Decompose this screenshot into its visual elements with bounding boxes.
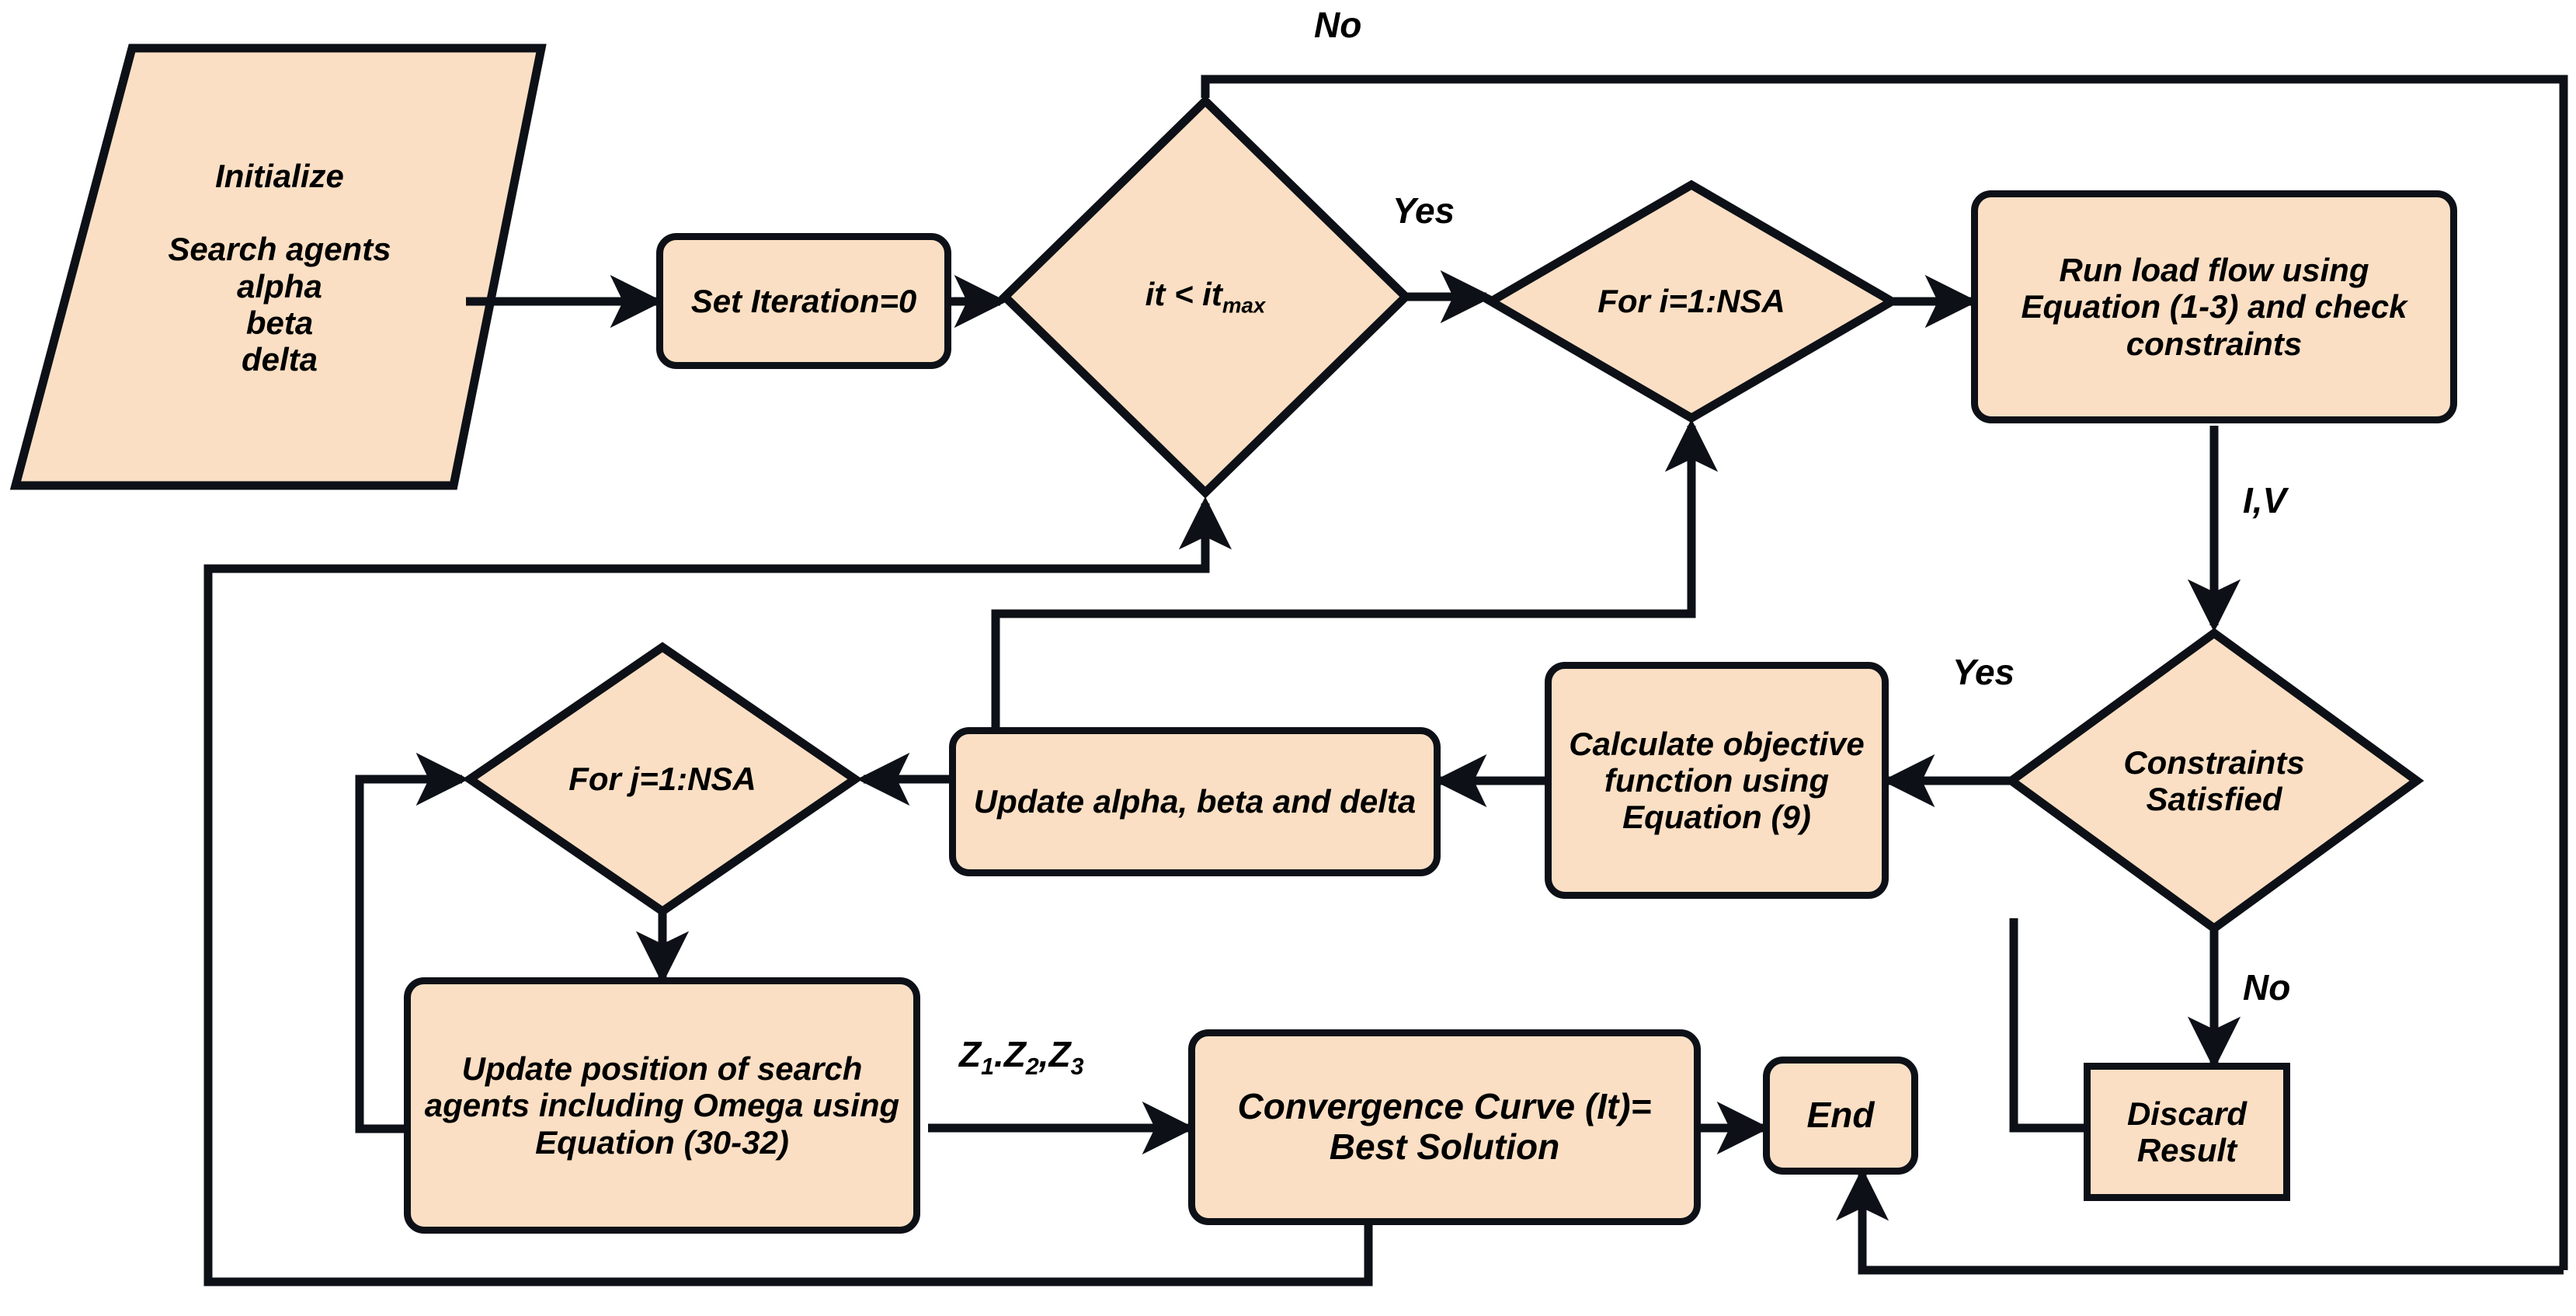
it-sub: max bbox=[1222, 293, 1266, 318]
node-convergence-curve-label: Convergence Curve (It)= Best Solution bbox=[1237, 1086, 1652, 1167]
edge-no-return-to-itmax bbox=[1201, 75, 2568, 1270]
node-update-alpha-beta-delta[interactable]: Update alpha, beta and delta bbox=[949, 727, 1441, 876]
for-j-shape bbox=[462, 642, 863, 917]
edge-label-yes-constraints: Yes bbox=[1952, 652, 2015, 692]
edge-right-return-to-end bbox=[1835, 1168, 2564, 1275]
node-constraints-satisfied[interactable]: Constraints Satisfied bbox=[2011, 633, 2417, 928]
initialize-shape bbox=[9, 44, 547, 490]
node-calculate-objective[interactable]: Calculate objective function using Equat… bbox=[1545, 662, 1889, 899]
node-initialize-label: Initialize Search agents alpha beta delt… bbox=[168, 158, 391, 378]
node-end[interactable]: End bbox=[1763, 1057, 1918, 1175]
z-sep-1: .Z bbox=[994, 1034, 1026, 1074]
it-main: it < it bbox=[1145, 276, 1222, 313]
node-it-lt-itmax[interactable]: it < itmax bbox=[1005, 101, 1406, 493]
z-sub-3: 3 bbox=[1070, 1054, 1084, 1081]
for-i-shape bbox=[1483, 179, 1900, 423]
node-it-lt-itmax-label: it < itmax bbox=[1145, 276, 1266, 317]
node-run-load-flow-label: Run load flow using Equation (1-3) and c… bbox=[2021, 252, 2407, 362]
node-run-load-flow[interactable]: Run load flow using Equation (1-3) and c… bbox=[1971, 190, 2457, 423]
edge-label-yes-itmax: Yes bbox=[1392, 190, 1455, 231]
node-update-position-label: Update position of search agents includi… bbox=[424, 1050, 900, 1161]
edge-convergence-outer-loop bbox=[203, 496, 1373, 1286]
edge-label-iv: I,V bbox=[2243, 480, 2287, 520]
node-convergence-curve[interactable]: Convergence Curve (It)= Best Solution bbox=[1188, 1029, 1701, 1225]
z-sep-2: ,Z bbox=[1038, 1034, 1071, 1074]
node-for-i[interactable]: For i=1:NSA bbox=[1491, 185, 1892, 418]
z-sub-1: 1 bbox=[981, 1054, 994, 1081]
constraints-shape bbox=[2004, 628, 2425, 934]
node-calculate-objective-label: Calculate objective function using Equat… bbox=[1569, 725, 1865, 836]
node-initialize[interactable]: Initialize Search agents alpha beta delt… bbox=[16, 48, 544, 487]
z-sub-2: 2 bbox=[1025, 1054, 1039, 1081]
edge-label-no-constraints: No bbox=[2243, 967, 2291, 1008]
edge-label-no-top: No bbox=[1314, 5, 1362, 45]
node-for-j-label: For j=1:NSA bbox=[568, 761, 756, 798]
node-end-label: End bbox=[1806, 1095, 1875, 1136]
z-letter-1: Z bbox=[959, 1034, 982, 1074]
node-discard-result-label: Discard Result bbox=[2126, 1095, 2247, 1168]
node-for-j[interactable]: For j=1:NSA bbox=[470, 647, 855, 911]
node-update-alpha-beta-delta-label: Update alpha, beta and delta bbox=[973, 783, 1417, 820]
node-discard-result[interactable]: Discard Result bbox=[2084, 1063, 2290, 1201]
edge-label-z-values: Z1.Z2,Z3 bbox=[959, 1033, 1084, 1081]
it-lt-itmax-shape bbox=[999, 95, 1412, 499]
edge-update-to-fori-loop bbox=[991, 419, 1719, 730]
node-set-iteration[interactable]: Set Iteration=0 bbox=[656, 233, 951, 369]
node-constraints-satisfied-label: Constraints Satisfied bbox=[2123, 743, 2305, 817]
edge-updatepos-to-forj-loop bbox=[355, 752, 469, 1133]
node-update-position[interactable]: Update position of search agents includi… bbox=[404, 977, 920, 1234]
node-for-i-label: For i=1:NSA bbox=[1597, 283, 1785, 320]
node-set-iteration-label: Set Iteration=0 bbox=[690, 282, 917, 319]
